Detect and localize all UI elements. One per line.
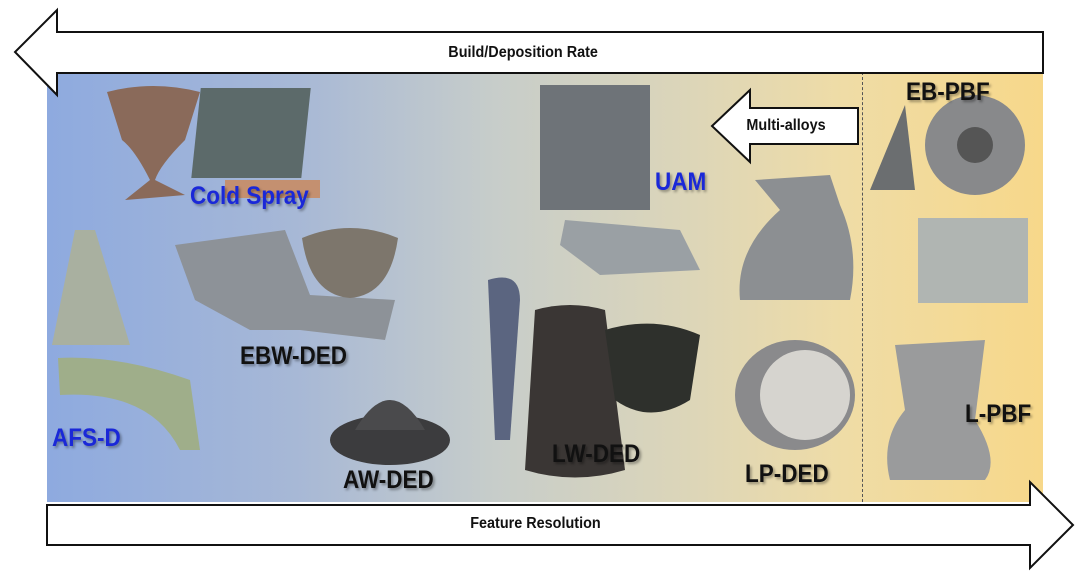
ebw-ded-parts bbox=[175, 228, 398, 340]
lw-ded-parts bbox=[488, 277, 700, 478]
label-l-pbf: L-PBF bbox=[965, 400, 1032, 428]
eb-pbf-parts bbox=[870, 95, 1025, 195]
aw-ded-parts bbox=[330, 400, 450, 465]
feature-resolution-label: Feature Resolution bbox=[470, 515, 601, 532]
label-lp-ded: LP-DED bbox=[745, 460, 829, 488]
l-pbf-parts bbox=[887, 218, 1028, 480]
label-cold-spray: Cold Spray bbox=[190, 182, 309, 210]
lp-ded-parts bbox=[735, 175, 855, 450]
label-ebw-ded: EBW-DED bbox=[240, 342, 348, 370]
multi-alloys-arrow bbox=[710, 87, 859, 165]
multi-alloys-label: Multi-alloys bbox=[746, 117, 826, 134]
uam-parts bbox=[540, 85, 700, 275]
label-uam: UAM bbox=[655, 168, 707, 196]
label-afs-d: AFS-D bbox=[52, 424, 121, 452]
build-rate-label: Build/Deposition Rate bbox=[448, 44, 598, 61]
afs-d-parts bbox=[52, 230, 200, 450]
label-lw-ded: LW-DED bbox=[552, 440, 641, 468]
pbf-divider bbox=[862, 72, 863, 502]
label-aw-ded: AW-DED bbox=[343, 466, 434, 494]
feature-resolution-arrow bbox=[46, 479, 1075, 571]
label-eb-pbf: EB-PBF bbox=[906, 78, 990, 106]
cold-spray-parts bbox=[107, 86, 320, 200]
build-rate-arrow bbox=[13, 7, 1044, 98]
